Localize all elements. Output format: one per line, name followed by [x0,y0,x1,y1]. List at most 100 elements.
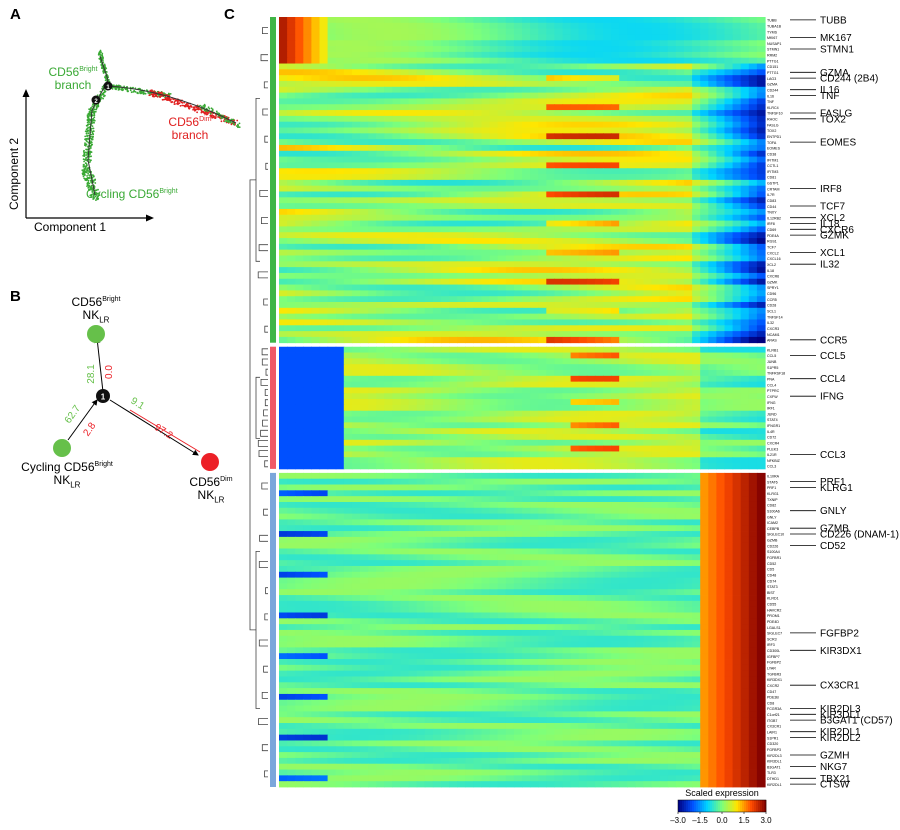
heatmap-cell [416,69,426,76]
heatmap-cell [522,51,531,59]
heatmap-cell [554,127,564,134]
heatmap-cell [603,203,612,210]
heatmap-cell [343,255,353,262]
heatmap-cell [335,22,345,30]
heatmap-cell [303,127,312,134]
heatmap-cell [303,133,312,140]
heatmap-cell [416,331,426,338]
heatmap-cell [627,46,636,53]
heatmap-cell [360,174,369,181]
heatmap-cell [441,346,450,353]
heatmap-cell [279,133,288,140]
heatmap-cell [692,370,701,377]
heatmap-cell [457,296,466,303]
heatmap-cell [392,267,402,274]
heatmap-cell [408,86,418,94]
heatmap-cell [522,121,531,128]
heatmap-cell [481,331,491,338]
heatmap-cell [327,255,337,262]
heatmap-cell [449,75,458,82]
heatmap-cell [432,331,442,338]
heatmap-cell [684,226,693,233]
heatmap-cell [659,46,669,53]
heatmap-cell [416,139,426,146]
heatmap-cell [424,162,434,169]
heatmap-cell [343,370,353,377]
heatmap-cell [619,121,628,128]
heatmap-cell [578,80,588,88]
heatmap-cell [651,358,661,365]
heatmap-cell [716,226,726,233]
heatmap-cell [530,150,539,158]
heatmap-cell [643,352,653,359]
heatmap-cell [635,17,645,24]
heatmap-cell [497,243,507,251]
heatmap-cell [327,115,337,123]
heatmap-cell [368,375,377,383]
heatmap-cell [351,232,361,239]
heatmap-cell [400,197,410,204]
heatmap-cell [311,46,321,53]
heatmap-cell [586,296,596,303]
heatmap-cell [570,57,580,64]
heatmap-cell [449,185,458,192]
heatmap-cell [684,313,693,320]
heatmap-cell [319,104,329,111]
heatmap-cell [756,144,766,152]
heatmap-cell [497,267,507,274]
heatmap-cell [311,214,321,221]
heatmap-cell [651,86,661,94]
heatmap-cell [740,86,750,94]
heatmap-cell [594,121,604,128]
heatmap-cell [740,57,750,64]
heatmap-cell [279,191,288,198]
trajectory-plot: 1 2 [22,49,241,222]
heatmap-cell [457,331,466,338]
heatmap-cell [748,22,758,30]
heatmap-cell [303,139,312,146]
heatmap-cell [311,191,321,198]
heatmap-cell [635,331,645,338]
heatmap-cell [457,168,466,175]
heatmap-cell [594,358,604,365]
heatmap-cell [578,34,588,41]
heatmap-cell [562,313,572,320]
heatmap-cell [327,370,337,377]
heatmap-cell [424,179,434,187]
heatmap-cell [303,319,312,326]
heatmap-cell [295,139,304,146]
heatmap-cell [400,98,410,105]
heatmap-cell [578,57,588,64]
heatmap-cell [343,86,353,94]
heatmap-cell [562,139,572,146]
heatmap-cell [489,278,499,285]
heatmap-cell [376,381,385,388]
heatmap-cell [441,144,450,152]
heatmap-cell [538,307,547,315]
heatmap-cell [279,336,288,344]
heatmap-cell [287,179,296,187]
heatmap-cell [384,381,393,388]
heatmap-cell [659,226,669,233]
heatmap-cell [530,51,539,59]
heatmap-cell [432,232,442,239]
heatmap-cell [384,226,393,233]
heatmap-cell [473,121,483,128]
heatmap-cell [392,46,402,53]
cell-point [105,67,108,70]
heatmap-cell [311,255,321,262]
heatmap-cell [732,179,742,187]
heatmap-cell [295,28,304,35]
heatmap-cell [522,307,531,315]
heatmap-cell [538,115,547,123]
heatmap-cell [562,336,572,344]
heatmap-cell [627,278,636,285]
heatmap-cell [756,139,766,146]
heatmap-cell [351,46,361,53]
heatmap-cell [343,214,353,221]
heatmap-cell [295,375,304,383]
heatmap-cell [392,104,402,111]
heatmap-cell [659,98,669,105]
heatmap-cell [481,243,491,251]
heatmap-cell [675,46,685,53]
